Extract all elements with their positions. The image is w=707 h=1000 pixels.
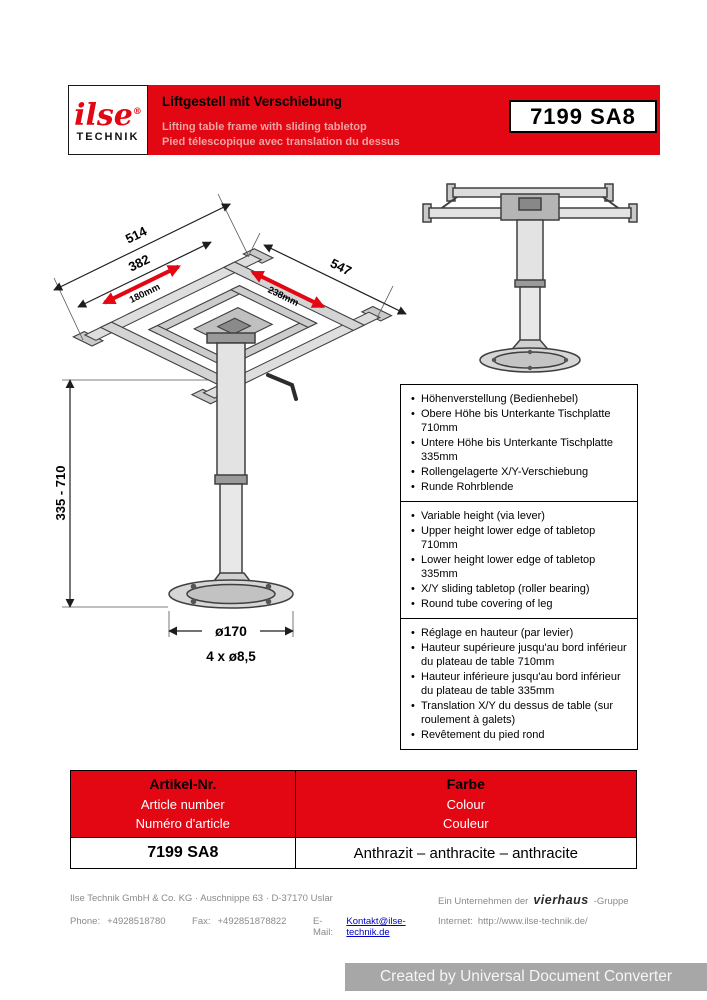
dim-base-diameter-label: ø170 [215,623,247,639]
features-box-en: Variable height (via lever) Upper height… [400,501,638,619]
feature-item: Round tube covering of leg [408,597,630,611]
group-suffix: -Gruppe [593,896,629,907]
email-link[interactable]: Kontakt@ilse-technik.de [346,916,406,938]
company-logo: ilse® TECHNIK [68,85,148,155]
feature-item: Hauteur inférieure jusqu'au bord inférie… [408,670,630,698]
product-subtitle-fr: Pied télescopique avec translation du de… [162,136,400,148]
header-article-number: Article number [140,797,225,812]
feature-item: Upper height lower edge of tabletop 710m… [408,524,630,552]
product-subtitle-en: Lifting table frame with sliding tableto… [162,121,367,133]
vierhaus-logo: vierhaus [533,893,589,907]
feature-item: Höhenverstellung (Bedienhebel) [408,392,630,406]
registered-mark-icon: ® [132,106,142,117]
feature-item: Revêtement du pied rond [408,728,630,742]
operating-lever [266,373,298,401]
feature-item: Hauteur supérieure jusqu'au bord inférie… [408,641,630,669]
article-number-value: 7199 SA8 [70,837,296,869]
header-couleur: Couleur [443,816,489,831]
dim-382-label: 382 [126,251,152,274]
logo-subtitle: TECHNIK [76,130,140,143]
feature-item: Obere Höhe bis Unterkante Tischplatte 71… [408,407,630,435]
product-subtitles: Lifting table frame with sliding tableto… [162,120,400,150]
feature-item: Variable height (via lever) [408,509,630,523]
feature-lists: Höhenverstellung (Bedienhebel) Obere Höh… [400,384,638,750]
header-numero-article: Numéro d'article [135,816,230,831]
telescopic-column [168,332,298,609]
converter-watermark: Created by Universal Document Converter [345,963,707,991]
dim-514-line [53,203,232,291]
article-number-box: 7199 SA8 [509,100,657,133]
main-technical-drawing: 180mm 238mm 382 514 547 335 - 710 [53,193,407,664]
feature-item: X/Y sliding tabletop (roller bearing) [408,582,630,596]
dim-547-line [263,244,407,315]
feature-item: Réglage en hauteur (par levier) [408,626,630,640]
header-farbe: Farbe [446,776,485,792]
internet-label: Internet: [438,916,473,927]
feature-item: Rollengelagerte X/Y-Verschiebung [408,465,630,479]
internet-value: http://www.ilse-technik.de/ [477,916,588,927]
fax-value: +492851878822 [217,916,287,927]
footer: Ilse Technik GmbH & Co. KG · Auschnippe … [70,893,637,947]
colour-value: Anthrazit – anthracite – anthracite [294,837,638,869]
header-artikel-nr: Artikel-Nr. [149,776,217,792]
header-band: ilse® TECHNIK Liftgestell mit Verschiebu… [68,85,660,155]
features-box-fr: Réglage en hauteur (par levier) Hauteur … [400,618,638,750]
group-prefix: Ein Unternehmen der [438,896,529,907]
table-header-colour: Farbe Colour Couleur [294,770,638,838]
features-box-de: Höhenverstellung (Bedienhebel) Obere Höh… [400,384,638,502]
dim-514-label: 514 [123,223,150,246]
logo-wordmark: ilse® [74,97,142,133]
feature-item: Translation X/Y du dessus de table (sur … [408,699,630,727]
phone-label: Phone: [70,916,101,927]
dim-holes-label: 4 x ø8,5 [206,649,256,664]
column-side-view-drawing [422,183,638,373]
dim-547-label: 547 [328,255,354,278]
phone-value: +4928518780 [107,916,166,927]
email-label: E-Mail: [312,916,334,938]
table-row: 7199 SA8 Anthrazit – anthracite – anthra… [70,837,638,869]
feature-item: Runde Rohrblende [408,480,630,494]
header-colour: Colour [446,797,485,812]
company-address: Ilse Technik GmbH & Co. KG · Auschnippe … [70,893,333,904]
table-header-article: Artikel-Nr. Article number Numéro d'arti… [70,770,296,838]
fax-label: Fax: [192,916,211,927]
product-title: Liftgestell mit Verschiebung [162,94,343,109]
article-colour-table: Artikel-Nr. Article number Numéro d'arti… [70,770,638,869]
feature-item: Untere Höhe bis Unterkante Tischplatte 3… [408,436,630,464]
dim-height-label: 335 - 710 [53,466,68,521]
feature-item: Lower height lower edge of tabletop 335m… [408,553,630,581]
